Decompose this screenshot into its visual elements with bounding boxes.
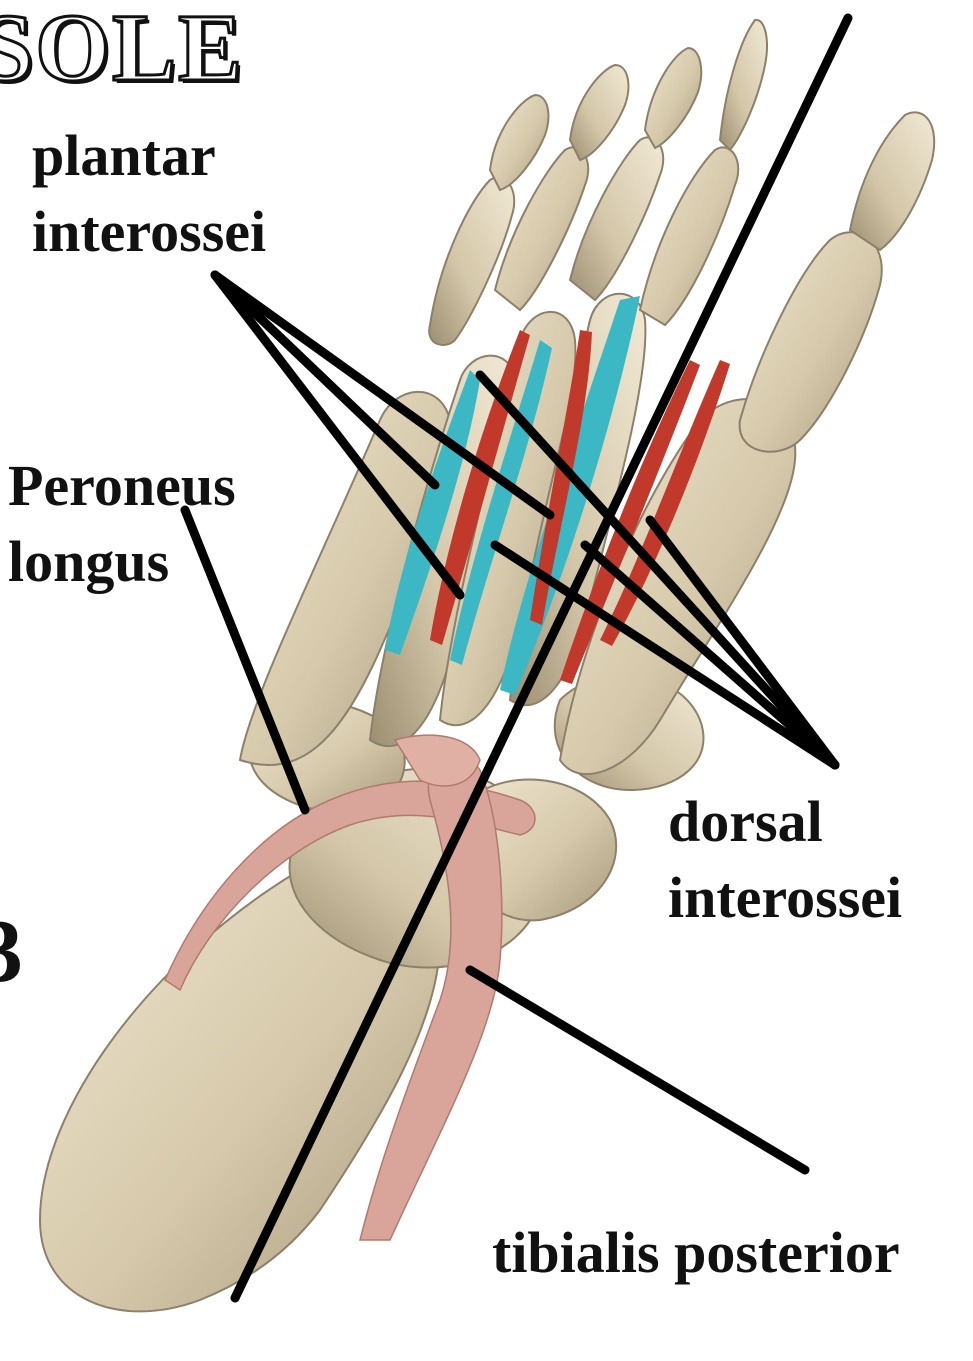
label-plantar-line1: plantar [32,118,266,194]
label-peroneus-line2: longus [8,524,236,600]
phalanx-2-distal [720,20,767,150]
label-peroneus-longus: Peroneus longus [8,448,236,600]
leader-plantar-1 [215,275,435,485]
page-title: SOLE [0,0,244,103]
phalanx-5 [429,177,514,345]
leader-tibialis [470,970,805,1170]
label-plantar-interossei: plantar interossei [32,118,266,270]
phalanx-5-distal [490,95,548,190]
big-toe-proximal [740,232,882,451]
phalanx-4-distal [570,65,628,160]
label-dorsal-line1: dorsal [668,784,902,860]
label-peroneus-line1: Peroneus [8,448,236,524]
label-tibialis-posterior: tibialis posterior [492,1215,900,1291]
big-toe-distal [850,112,934,250]
label-dorsal-interossei: dorsal interossei [668,784,902,936]
phalanx-3-distal [645,48,701,148]
label-tibialis-text: tibialis posterior [492,1215,900,1291]
label-plantar-line2: interossei [32,194,266,270]
edge-fragment: 3 [0,900,23,1003]
label-dorsal-line2: interossei [668,860,902,936]
